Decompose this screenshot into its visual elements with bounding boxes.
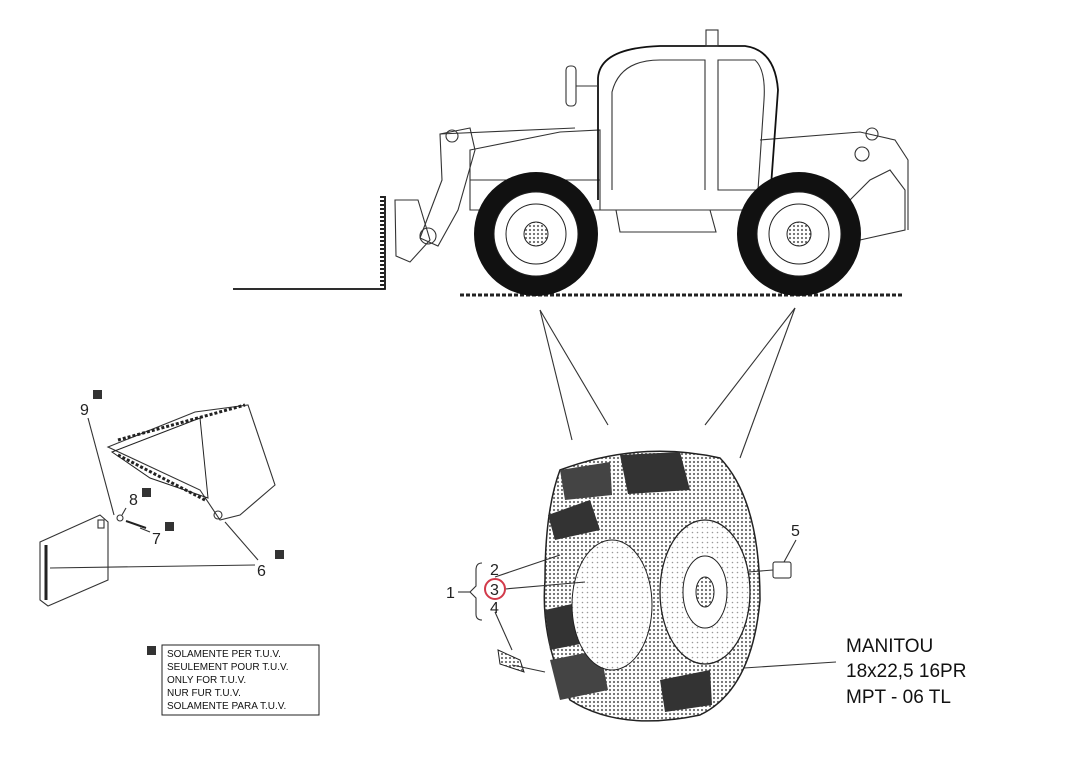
tire-spec: MANITOU 18x22,5 16PR MPT - 06 TL	[846, 636, 966, 708]
callout-9[interactable]: 9	[80, 402, 89, 419]
tire-size: 18x22,5 16PR	[846, 661, 966, 682]
tuv-marker-icon	[147, 646, 156, 655]
callout-3[interactable]: 3	[490, 582, 499, 599]
tire-illustration	[497, 450, 792, 722]
tuv-line: SOLAMENTE PER T.U.V.	[167, 649, 281, 660]
tuv-line: SEULEMENT POUR T.U.V.	[167, 662, 289, 673]
selected-callout-marker[interactable]	[484, 578, 506, 600]
callout-5[interactable]: 5	[791, 523, 800, 540]
callout-6[interactable]: 6	[257, 563, 266, 580]
callout-1[interactable]: 1	[446, 585, 455, 602]
tire-model: MPT - 06 TL	[846, 687, 951, 708]
tuv-line: ONLY FOR T.U.V.	[167, 675, 246, 686]
tire-leader-lines	[458, 539, 837, 669]
telehandler-illustration	[233, 29, 909, 459]
callout-7[interactable]: 7	[152, 531, 161, 548]
callout-4[interactable]: 4	[490, 600, 499, 617]
callout-2[interactable]: 2	[490, 562, 499, 579]
tuv-line: SOLAMENTE PARA T.U.V.	[167, 701, 286, 712]
front-wheel	[474, 172, 598, 296]
tuv-line: NUR FUR T.U.V.	[167, 688, 241, 699]
tire-brand: MANITOU	[846, 636, 933, 657]
callout-8[interactable]: 8	[129, 492, 138, 509]
tuv-note-box: SOLAMENTE PER T.U.V. SEULEMENT POUR T.U.…	[147, 644, 320, 716]
fender-assembly-illustration	[39, 390, 284, 607]
rear-wheel	[737, 172, 861, 296]
